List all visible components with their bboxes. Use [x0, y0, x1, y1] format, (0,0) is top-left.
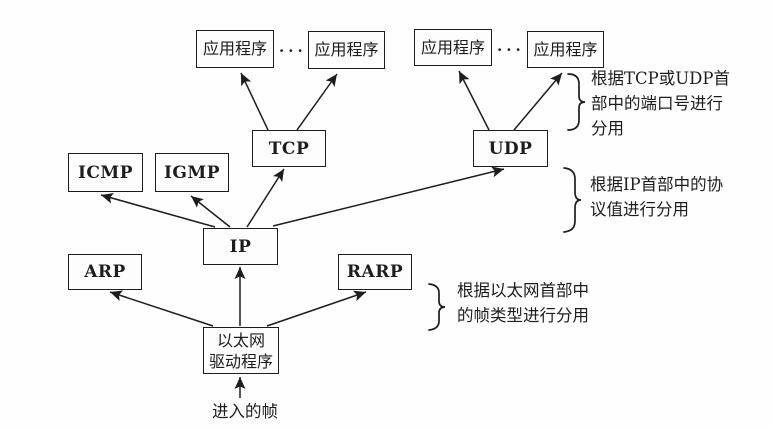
- ellipsis-left: ···: [279, 42, 307, 60]
- node-application-1: 应用程序: [196, 30, 274, 68]
- annotation-tcp-udp-ports: 根据TCP或UDP首 部中的端口号进行 分用: [591, 66, 730, 141]
- annotation-line: 议值进行分用: [590, 200, 689, 219]
- curly-braces: [428, 73, 586, 331]
- ellipsis-right: ···: [497, 41, 525, 59]
- node-igmp: IGMP: [155, 153, 229, 192]
- annotation-line: 根据IP首部中的协: [590, 175, 724, 194]
- arrow-tcp-to-app1: [240, 72, 269, 131]
- node-arp: ARP: [68, 254, 142, 290]
- arrow-tcp-to-app2: [296, 73, 338, 131]
- node-application-4: 应用程序: [527, 31, 604, 68]
- arrow-ip-to-igmp: [190, 195, 231, 228]
- node-rarp: RARP: [338, 254, 412, 290]
- arrow-eth-to-arp: [109, 290, 214, 327]
- arrow-udp-to-app4: [513, 72, 563, 131]
- node-application-2: 应用程序: [308, 31, 385, 69]
- incoming-frame-label: 进入的帧: [212, 402, 278, 421]
- annotation-line: 根据以太网首部中: [457, 281, 589, 300]
- arrow-ip-to-udp: [272, 166, 505, 227]
- annotation-line: 的帧类型进行分用: [457, 306, 589, 325]
- annotation-line: 根据TCP或UDP首: [591, 69, 730, 88]
- arrow-lines: [100, 70, 563, 398]
- arrow-ip-to-icmp: [100, 192, 216, 228]
- node-tcp: TCP: [252, 130, 326, 167]
- arrow-ip-to-tcp: [246, 168, 285, 228]
- node-ip: IP: [203, 228, 278, 265]
- node-application-3: 应用程序: [414, 29, 492, 66]
- curly-brace-protocol: [563, 167, 582, 233]
- annotation-ethernet-frame-type: 根据以太网首部中 的帧类型进行分用: [457, 278, 589, 328]
- curly-brace-ports: [567, 73, 586, 131]
- annotation-line: 部中的端口号进行: [591, 94, 723, 113]
- node-ethernet-driver: 以太网 驱动程序: [203, 327, 279, 374]
- arrow-udp-to-app3: [458, 70, 490, 131]
- ethernet-driver-line-1: 以太网: [216, 330, 265, 350]
- node-icmp: ICMP: [68, 153, 143, 192]
- annotation-ip-protocol: 根据IP首部中的协 议值进行分用: [590, 172, 723, 222]
- node-udp: UDP: [473, 130, 548, 167]
- ethernet-driver-line-2: 驱动程序: [208, 351, 273, 371]
- arrow-eth-to-rarp: [266, 290, 367, 327]
- curly-brace-frametype: [428, 283, 446, 331]
- annotation-line: 分用: [591, 119, 624, 138]
